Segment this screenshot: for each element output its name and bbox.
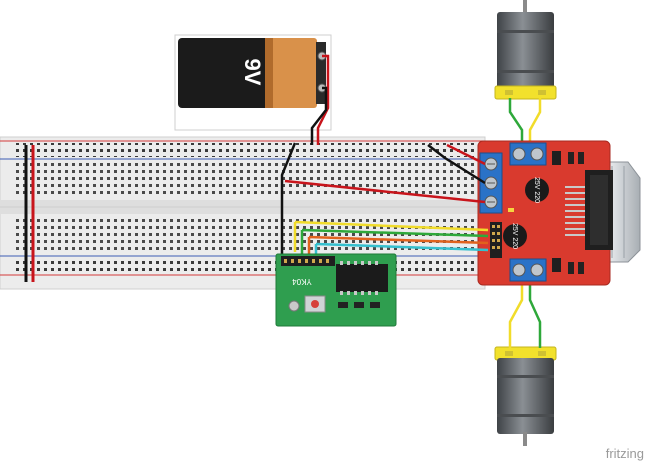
battery-9v: 9V	[174, 34, 332, 131]
wire-red-driver-5v	[284, 179, 486, 204]
motor-bottom	[494, 346, 557, 446]
rf-receiver-board: YK04	[275, 253, 397, 327]
wire-red-driver-vin	[446, 143, 486, 166]
motor-top-cap	[494, 85, 557, 100]
enable-jumper-b	[552, 258, 561, 272]
top-power-rail	[12, 143, 477, 157]
motor-driver-board: 25V 220 25V 220	[477, 140, 641, 286]
motor-bottom-body	[497, 358, 554, 434]
wire-yellow-signal	[293, 220, 489, 252]
receiver-ic	[336, 264, 388, 292]
battery-wire-black	[310, 86, 328, 145]
battery-wire-red	[316, 54, 330, 145]
motor-bottom-wire-green	[528, 280, 542, 348]
enable-jumper-a	[552, 151, 561, 165]
driver-led	[508, 208, 514, 212]
capacitor-top-label: 25V 220	[533, 177, 540, 203]
wire-black-driver-gnd	[427, 144, 486, 185]
capacitor-top	[525, 178, 549, 202]
battery-label: 9V	[240, 59, 265, 86]
fritzing-watermark: fritzing	[606, 446, 644, 461]
battery-body-copper	[265, 38, 317, 108]
motor-bottom-wire-yellow	[508, 280, 524, 348]
driver-input-header	[490, 222, 502, 258]
receiver-coil	[288, 300, 300, 312]
motor-top-wire-yellow	[528, 98, 542, 150]
motor-top-wire-green	[508, 98, 524, 150]
bottom-power-rail	[12, 258, 477, 272]
wire-green-signal	[300, 228, 489, 255]
motor-top	[494, 0, 557, 100]
battery-body-black	[178, 38, 273, 108]
motor-top-body	[497, 12, 554, 90]
capacitor-bottom	[503, 224, 527, 248]
battery-terminal-cap	[316, 42, 326, 104]
breadboard	[0, 136, 486, 290]
capacitor-bottom-label: 25V 220	[511, 223, 518, 249]
receiver-label: YK04	[292, 277, 312, 286]
wire-black-gnd-jumper	[280, 142, 297, 255]
